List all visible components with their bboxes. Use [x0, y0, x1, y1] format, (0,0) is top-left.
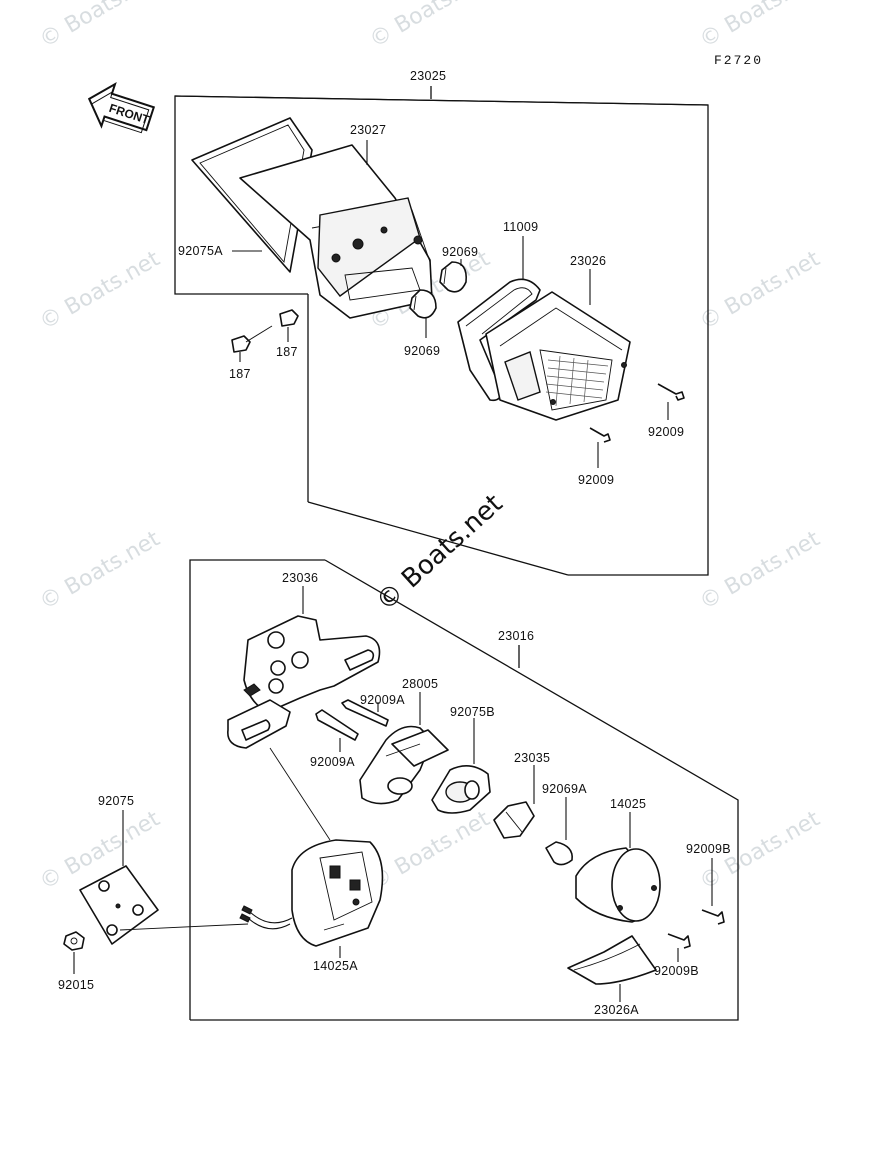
lamp-housing-14025A	[291, 839, 384, 947]
lamp-base-23027	[239, 144, 433, 319]
watermark-layer: © Boats.net © Boats.net © Boats.net © Bo…	[36, 0, 825, 895]
socket-gasket-92075B	[431, 765, 491, 814]
front-arrow-icon: FRONT	[87, 82, 156, 134]
screw-92009-bottom	[589, 427, 611, 443]
watermark: © Boats.net	[696, 0, 825, 53]
tail-lens-23026	[485, 291, 631, 421]
label-187-right: 187	[276, 345, 298, 359]
watermark: © Boats.net	[36, 246, 165, 335]
label-92075A: 92075A	[178, 244, 223, 258]
label-23026A: 23026A	[594, 1003, 639, 1017]
label-92009A-lower: 92009A	[310, 755, 355, 769]
label-92075: 92075	[98, 794, 134, 808]
label-23027: 23027	[350, 123, 386, 137]
watermark: © Boats.net	[36, 526, 165, 615]
label-28005: 28005	[402, 677, 438, 691]
bulb-92069-lower	[409, 289, 437, 319]
screw-92009B-lower	[667, 933, 691, 949]
bulb-92069-upper	[439, 261, 468, 293]
watermark: © Boats.net	[696, 526, 825, 615]
label-187-left: 187	[229, 367, 251, 381]
label-11009: 11009	[503, 220, 538, 234]
part-labels: 23025 23027 92075A 11009 92069 23026 920…	[58, 69, 731, 1017]
screw-92009B-right	[701, 909, 725, 925]
screw-92009-right	[657, 383, 685, 401]
nut-92015	[63, 931, 85, 951]
lens-gasket-11009	[457, 278, 541, 402]
lower-assembly-23016	[63, 559, 739, 1021]
label-23036: 23036	[282, 571, 318, 585]
label-92069-lower: 92069	[404, 344, 440, 358]
label-23016: 23016	[498, 629, 534, 643]
label-92009B-upper: 92009B	[686, 842, 731, 856]
screw-187-right	[279, 309, 299, 327]
watermark: © Boats.net	[696, 246, 825, 335]
figure-code: F2720	[714, 53, 763, 68]
watermark: © Boats.net	[366, 806, 495, 895]
label-92015: 92015	[58, 978, 94, 992]
screw-187-left	[231, 325, 273, 353]
screw-92009A-lower	[315, 709, 359, 741]
lamp-wire	[239, 905, 293, 930]
label-92009-right: 92009	[648, 425, 684, 439]
bulb-socket-23035	[493, 801, 535, 839]
socket-housing-28005	[359, 725, 449, 805]
bulb-92069A	[545, 841, 573, 866]
screw-92009A-upper	[341, 699, 389, 727]
label-92069-upper: 92069	[442, 245, 478, 259]
label-14025: 14025	[610, 797, 646, 811]
plate-92075	[79, 865, 159, 945]
license-bracket-23036	[227, 615, 381, 749]
label-14025A: 14025A	[313, 959, 358, 973]
watermark: © Boats.net	[36, 0, 165, 53]
label-92069A: 92069A	[542, 782, 587, 796]
gasket-92075A	[191, 117, 313, 273]
label-92009B-lower: 92009B	[654, 964, 699, 978]
lamp-cover-14025	[575, 847, 661, 923]
label-23026: 23026	[570, 254, 606, 268]
label-23025: 23025	[410, 69, 446, 83]
assembly-bracket-23016	[189, 559, 739, 1021]
label-92075B: 92075B	[450, 705, 495, 719]
upper-assembly-23025	[174, 86, 709, 576]
lens-23026A	[567, 935, 657, 985]
label-92009A-upper: 92009A	[360, 693, 405, 707]
watermark: © Boats.net	[366, 0, 495, 53]
label-23035: 23035	[514, 751, 550, 765]
label-92009-bottom: 92009	[578, 473, 614, 487]
